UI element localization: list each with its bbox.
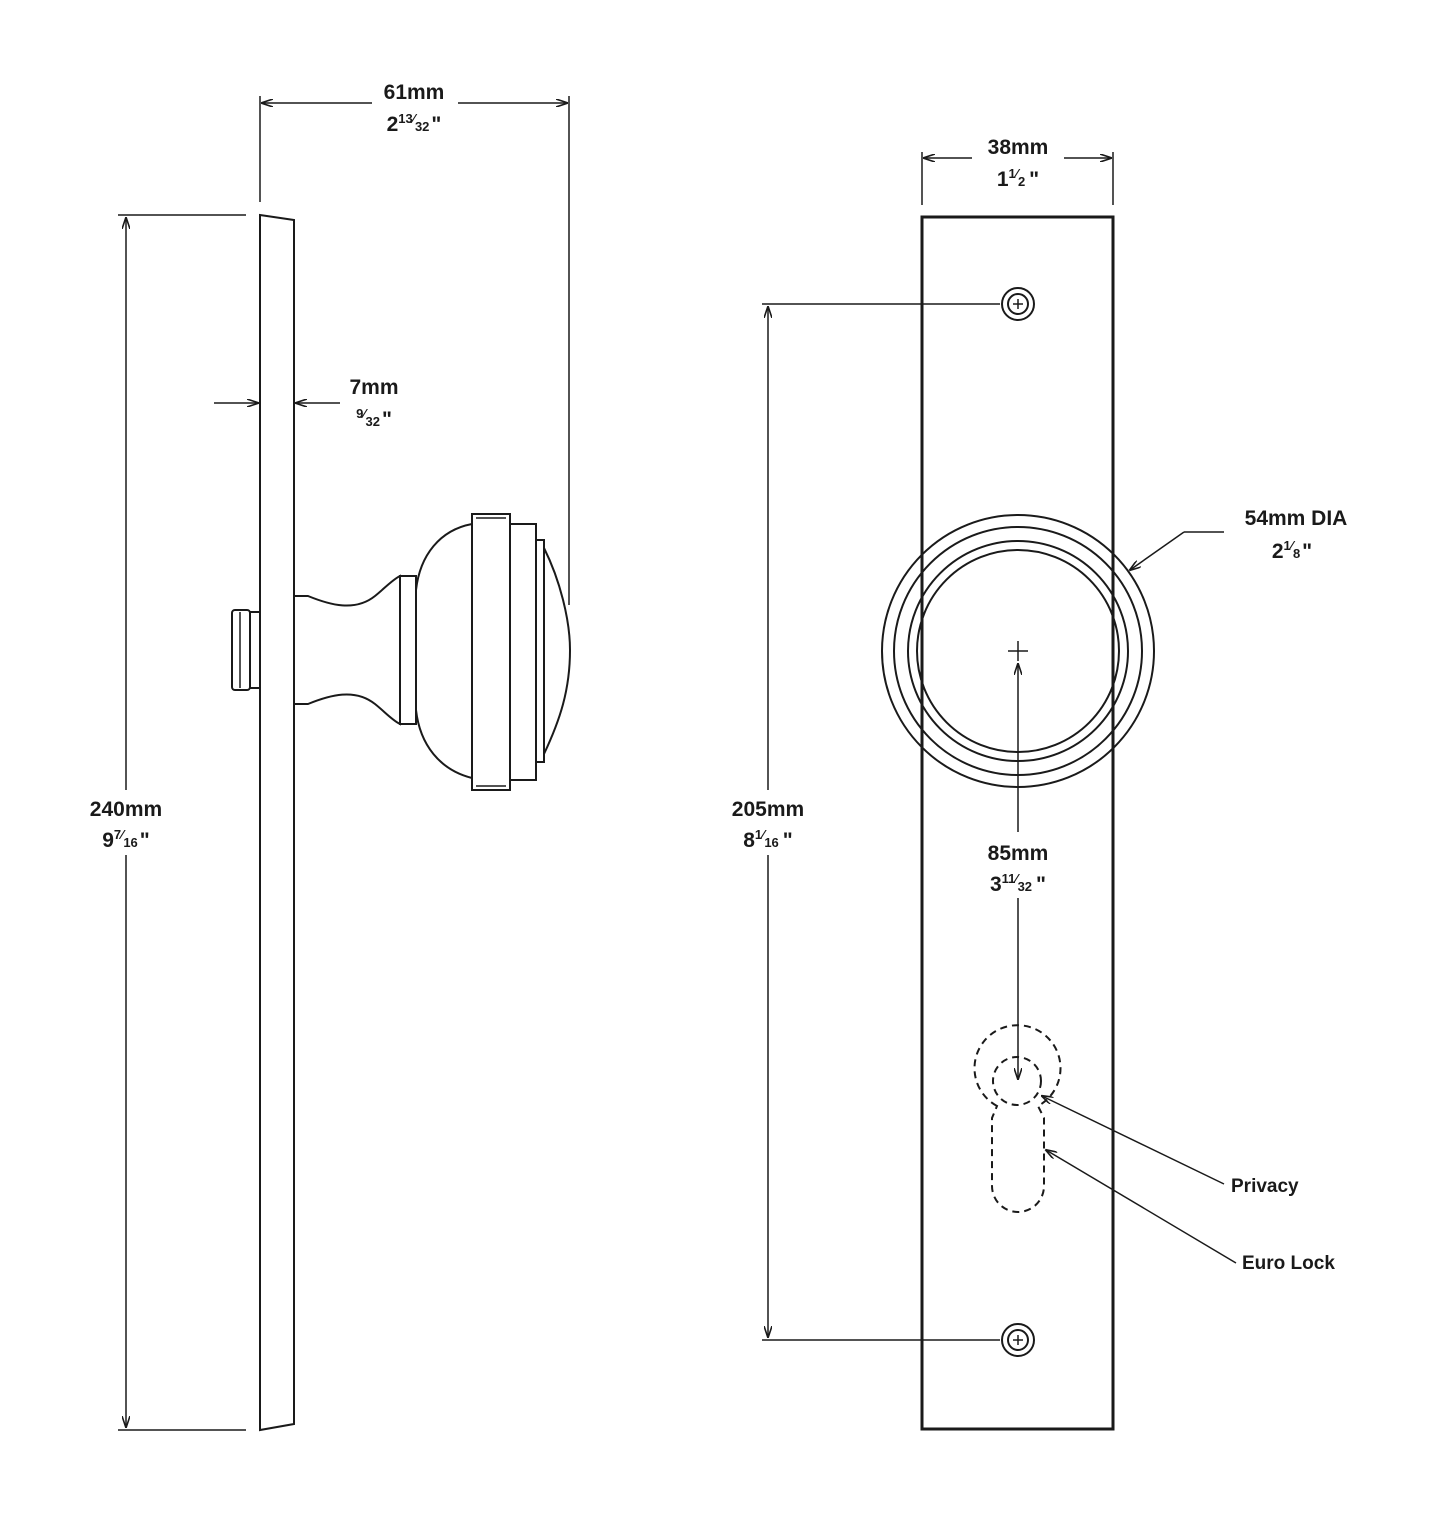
knob-dome (543, 547, 572, 755)
side-backplate (259, 213, 295, 1432)
callout-privacy: Privacy (1042, 1096, 1299, 1197)
bottom-screw-icon (1001, 1323, 1035, 1357)
knob-face-inner (535, 539, 545, 763)
backset-mm-label: 85mm (988, 842, 1049, 865)
lock-cutouts (973, 1024, 1062, 1213)
knob-neck (294, 574, 401, 726)
knob-face-middle (509, 523, 537, 781)
privacy-label: Privacy (1231, 1176, 1299, 1197)
dim-backset: 85mm 311⁄32" (988, 664, 1049, 1079)
side-view: 61mm 213⁄32" 240mm 97⁄16" 7mm 9⁄32" (90, 81, 572, 1432)
callout-euro-lock: Euro Lock (1046, 1150, 1335, 1274)
knob-diameter-inch-label: 21⁄8" (1272, 538, 1312, 563)
privacy-cutout (992, 1056, 1042, 1106)
projection-mm-label: 61mm (384, 81, 445, 104)
knob-body (415, 523, 473, 779)
euro-lock-cutout (973, 1024, 1062, 1213)
dim-projection: 61mm 213⁄32" (259, 81, 570, 605)
front-view: 38mm 11⁄2" 54mm DIA 21⁄8" 205mm 81⁄16" 8… (732, 136, 1347, 1431)
euro-lock-label: Euro Lock (1242, 1253, 1335, 1274)
dim-plate-width: 38mm 11⁄2" (921, 136, 1114, 205)
knob-collar (399, 575, 417, 725)
plate-width-inch-label: 11⁄2" (997, 166, 1039, 191)
plate-height-mm-label: 240mm (90, 798, 162, 821)
dim-fixing-centres: 205mm 81⁄16" (732, 303, 1000, 1341)
plate-thickness-mm-label: 7mm (349, 376, 398, 399)
plate-height-inch-label: 97⁄16" (102, 827, 150, 852)
fixing-centres-inch-label: 81⁄16" (743, 827, 793, 852)
top-screw-icon (1001, 287, 1035, 321)
knob-face-outer (471, 513, 511, 791)
dim-plate-height: 240mm 97⁄16" (90, 214, 246, 1431)
projection-inch-label: 213⁄32" (387, 111, 442, 136)
front-backplate (920, 215, 1115, 1431)
plate-width-mm-label: 38mm (988, 136, 1049, 159)
dim-knob-diameter: 54mm DIA 21⁄8" (1130, 507, 1347, 570)
plate-thickness-inch-label: 9⁄32" (356, 406, 392, 431)
knob-diameter-mm-label: 54mm DIA (1245, 507, 1348, 530)
rear-spindle (231, 609, 261, 691)
backset-inch-label: 311⁄32" (990, 871, 1046, 896)
fixing-centres-mm-label: 205mm (732, 798, 804, 821)
dim-plate-thickness: 7mm 9⁄32" (214, 376, 399, 431)
